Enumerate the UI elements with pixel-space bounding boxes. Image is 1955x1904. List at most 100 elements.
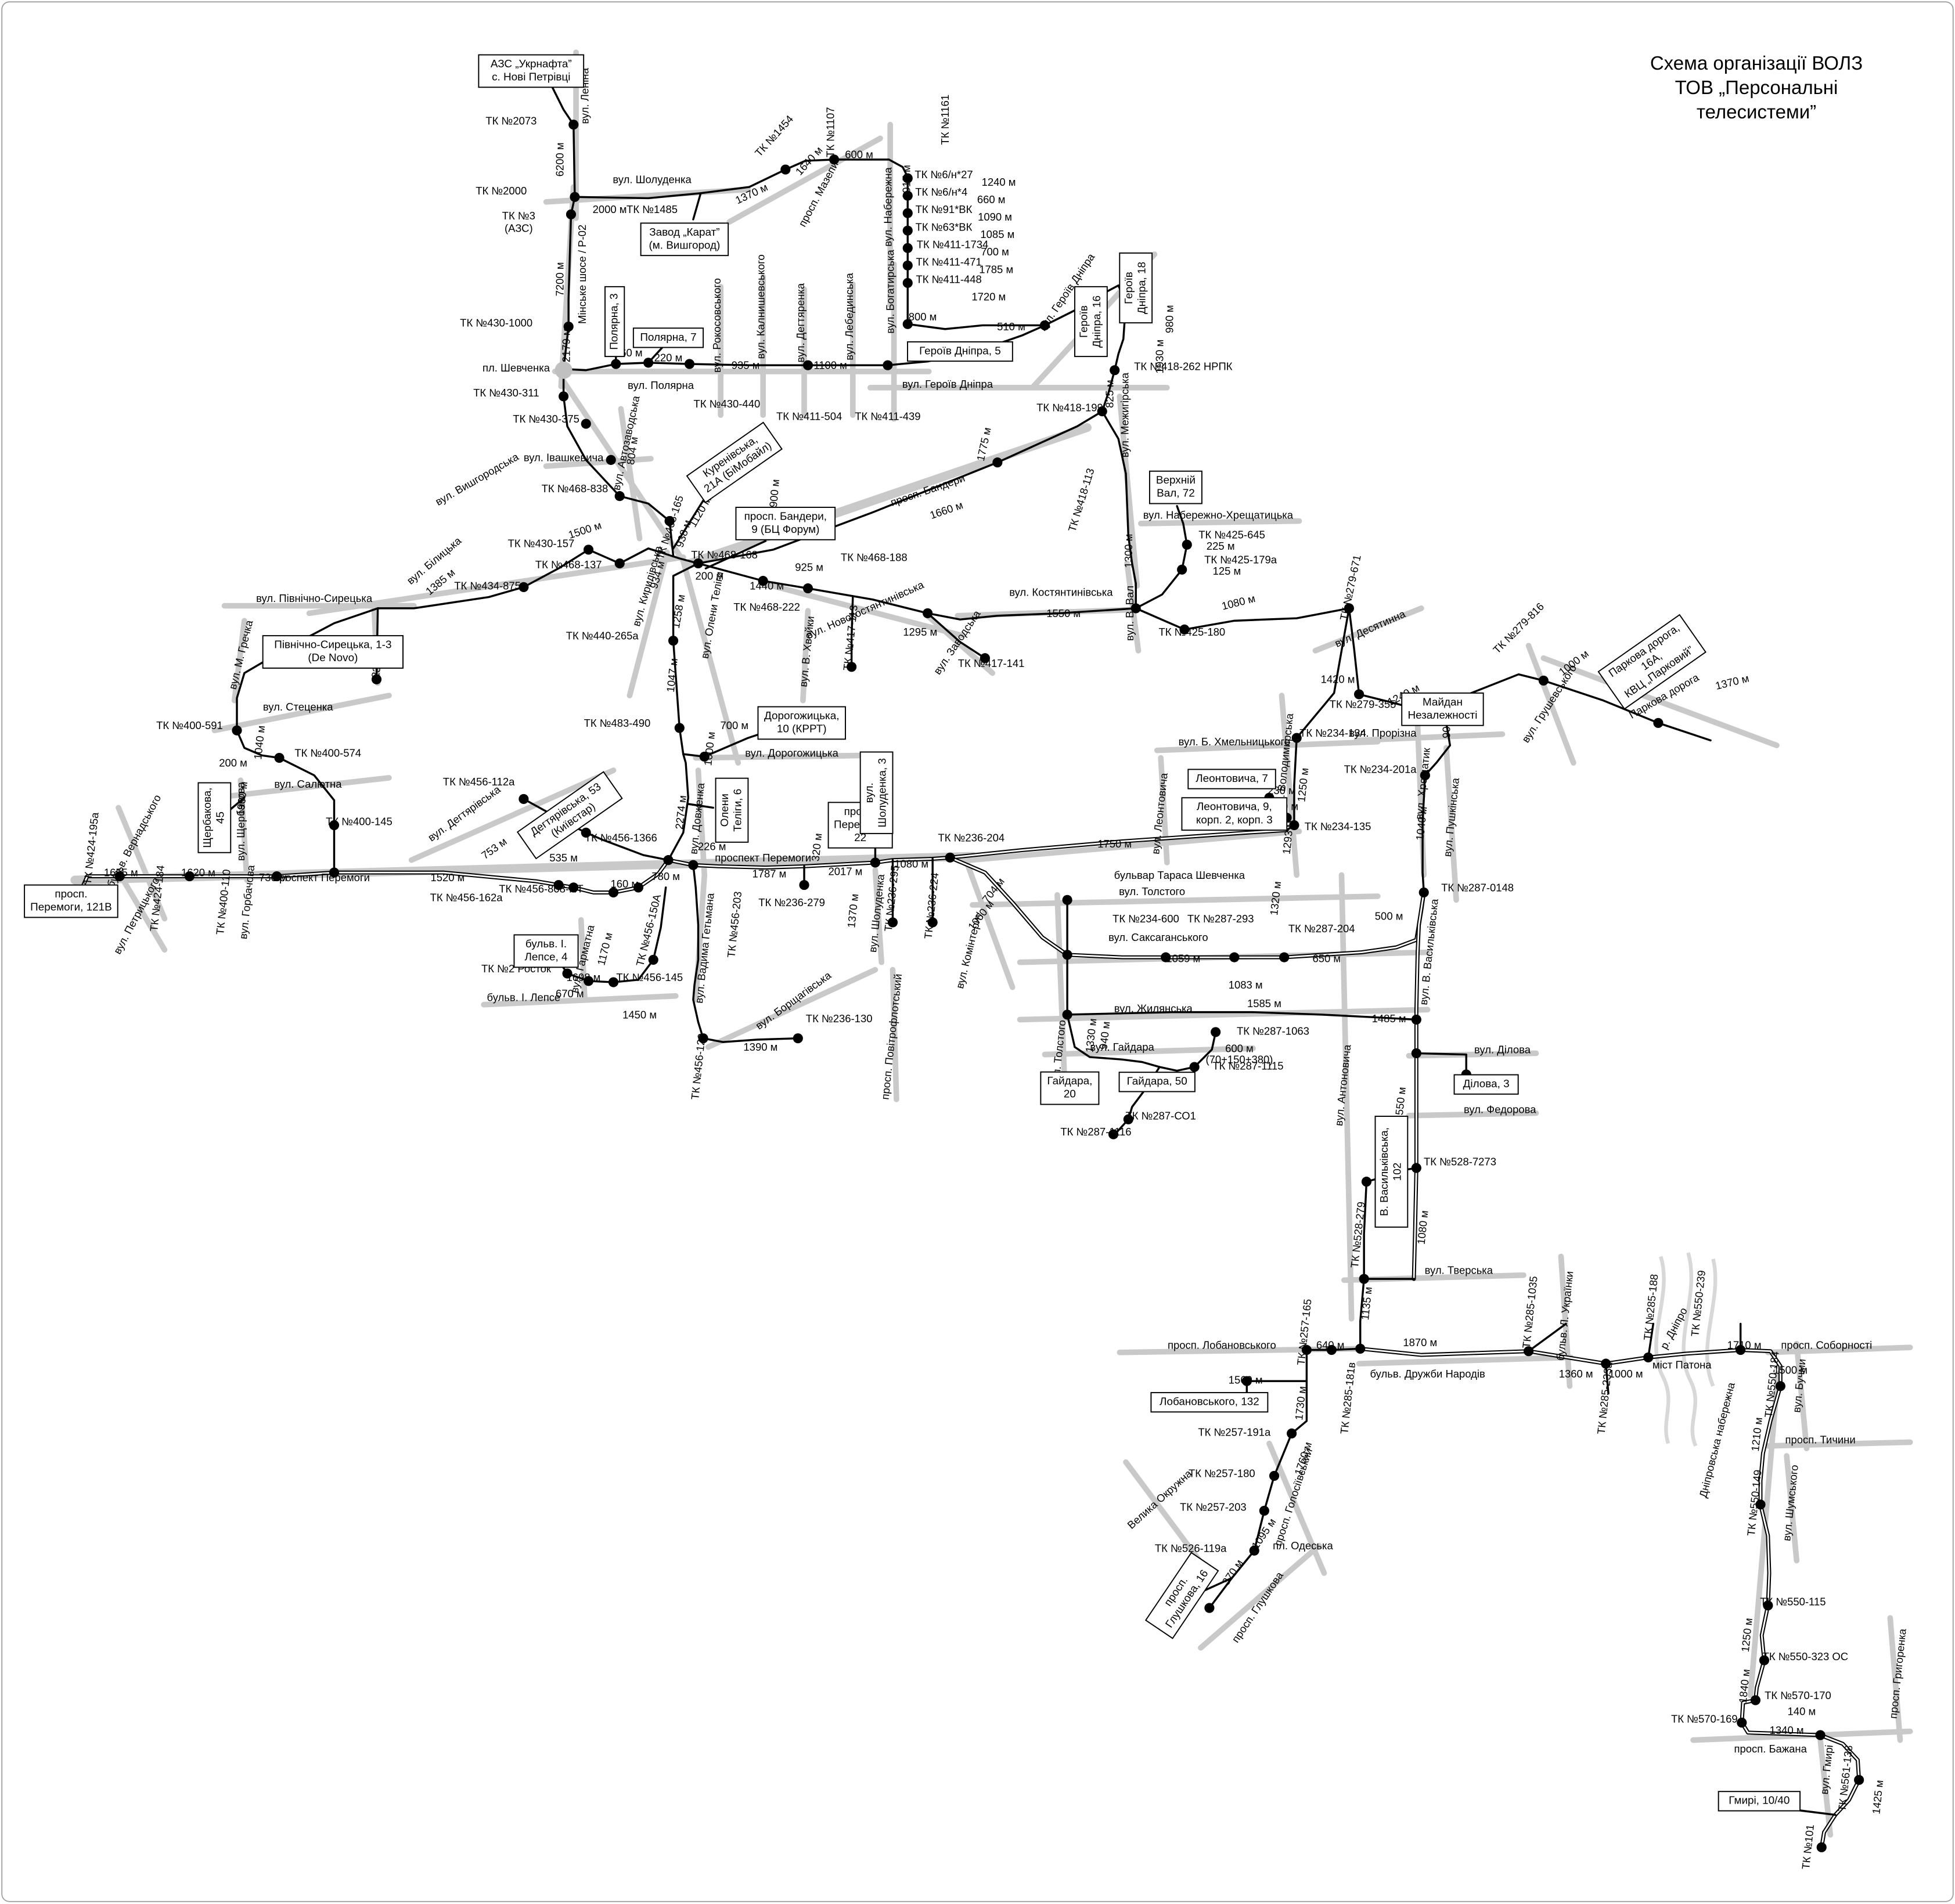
street-label: вул. Дорогожицька (745, 747, 838, 759)
site-box-label: Верхній (1156, 474, 1196, 486)
node-label: ТК №279-671 (1337, 554, 1363, 622)
node-label: ТК №400-145 (326, 816, 393, 828)
node-dot (559, 391, 569, 402)
site-box: Дорогожицька,10 (КРРТ) (757, 706, 846, 740)
node-dot (1301, 1344, 1312, 1355)
distance-label: 320 м (809, 832, 824, 862)
node-dot (519, 794, 529, 805)
site-box-label: Гайдара, 50 (1127, 1076, 1187, 1088)
node-dot (570, 192, 580, 202)
distance-label: 1240 м (982, 176, 1016, 188)
cable-line (376, 547, 700, 610)
node-label: ТК №234-134 (1299, 727, 1366, 739)
site-box-frame (262, 635, 404, 669)
site-box: вул.Шолуденка, 3 (859, 751, 894, 834)
distance-label: 1698 м (567, 971, 601, 983)
node-label: ТК №418-262 НРПК (1134, 360, 1233, 373)
node-dot (1759, 1655, 1770, 1665)
site-box-label: 102 (1392, 1163, 1404, 1181)
site-box: Ділова, 3 (1453, 1074, 1519, 1095)
street-label: вул. Шумського (1780, 1464, 1801, 1541)
cable-line (906, 323, 1046, 330)
distance-label: 660 м (977, 193, 1006, 205)
node-label: ТК №287-0148 (1441, 881, 1514, 893)
site-box-frame (1181, 797, 1288, 831)
node-dot (274, 752, 285, 763)
street-line (1356, 1354, 1574, 1366)
site-box-label: бульв. І. (525, 938, 567, 950)
street-line (121, 879, 168, 953)
node-label: ТК №257-165 (1295, 1299, 1314, 1366)
node-dot (1737, 1717, 1747, 1728)
node-dot (272, 871, 282, 882)
node-dot (1177, 564, 1187, 575)
street-line (408, 767, 617, 863)
node-dot (1601, 1358, 1611, 1369)
node-dot (568, 120, 579, 130)
site-box-label: 10 (КРРТ) (777, 723, 827, 735)
distance-label: 1080 м (1220, 592, 1256, 612)
site-box-label: В. Васильківська, (1378, 1127, 1391, 1216)
site-box-frame (632, 327, 704, 348)
diagram-title-line2: ТОВ „Персональні (1675, 77, 1838, 99)
node-label: ТК №287-1063 (1237, 1025, 1309, 1037)
distance-label: 925 м (795, 561, 823, 573)
node-dot (847, 662, 857, 672)
node-dot (614, 558, 625, 569)
site-box: просп.Глушкова, 16 (1144, 1552, 1219, 1639)
site-box-label: Дорогожицька, (764, 710, 839, 722)
distance-label: 220 м (654, 352, 683, 364)
site-box-frame (757, 706, 846, 740)
cable-line (574, 158, 909, 326)
node-dot (902, 243, 913, 253)
node-label: ТК №6/н*4 (915, 186, 967, 198)
node-dot (927, 917, 938, 928)
distance-label: 1210 м (1749, 1416, 1765, 1452)
node-dot (1287, 1428, 1297, 1438)
street-label: вул. Прорізна (1349, 727, 1417, 739)
cable-line (1415, 1052, 1467, 1076)
node-label: ТК №234-600 (1112, 913, 1179, 925)
street-label: вул. Б. Хмельницького (1179, 735, 1290, 748)
distance-label: 1295 м (903, 626, 937, 638)
street-line (481, 993, 679, 1008)
distance-label: 1870 м (1403, 1336, 1437, 1348)
node-label: ТК №430-375 (513, 413, 579, 425)
node-label: ТК №400-591 (156, 719, 223, 731)
site-box-label: Дніпра, 16 (1091, 295, 1103, 348)
diagram-title-line1: Схема організації ВОЛЗ (1650, 52, 1863, 74)
node-dot (1241, 1376, 1252, 1386)
distance-label: 1440 м (750, 580, 784, 592)
node-label: ТК №287-1116 (1060, 1126, 1131, 1138)
node-dot (992, 457, 1003, 468)
distance-label: 650 м (1312, 953, 1341, 965)
node-label: ТК №468-137 (535, 558, 602, 571)
street-line (1540, 655, 1780, 748)
site-box-frame (1144, 1552, 1219, 1639)
node-label: ТК №456-1366 (585, 831, 657, 843)
node-dot (923, 608, 933, 619)
plaza-circle (555, 361, 573, 379)
distance-label: 1655 м (104, 867, 138, 879)
node-label: ТК №2000 (476, 185, 527, 197)
node-dot (329, 867, 340, 878)
node-dot (232, 725, 242, 735)
distance-label: 670 м (556, 987, 584, 1000)
river-line (1654, 1256, 1670, 1444)
site-box: Гмирі, 10/40 (1718, 1791, 1801, 1812)
node-dot (902, 260, 913, 271)
cable-line (1066, 1011, 1418, 1021)
node-dot (583, 544, 594, 555)
node-dot (1123, 1114, 1133, 1124)
distance-label: 1485 м (1372, 1012, 1406, 1025)
distance-label: 200 м (219, 757, 247, 769)
node-label: ТК №6/н*27 (915, 168, 973, 181)
distance-label: 1258 м (669, 593, 687, 629)
node-label: ТК №425-179а (1204, 554, 1277, 566)
street-label: Мінське шосе / Р-02 (576, 225, 588, 324)
street-line (1406, 1050, 1539, 1059)
street-label: просп. Тичини (1785, 1434, 1855, 1446)
